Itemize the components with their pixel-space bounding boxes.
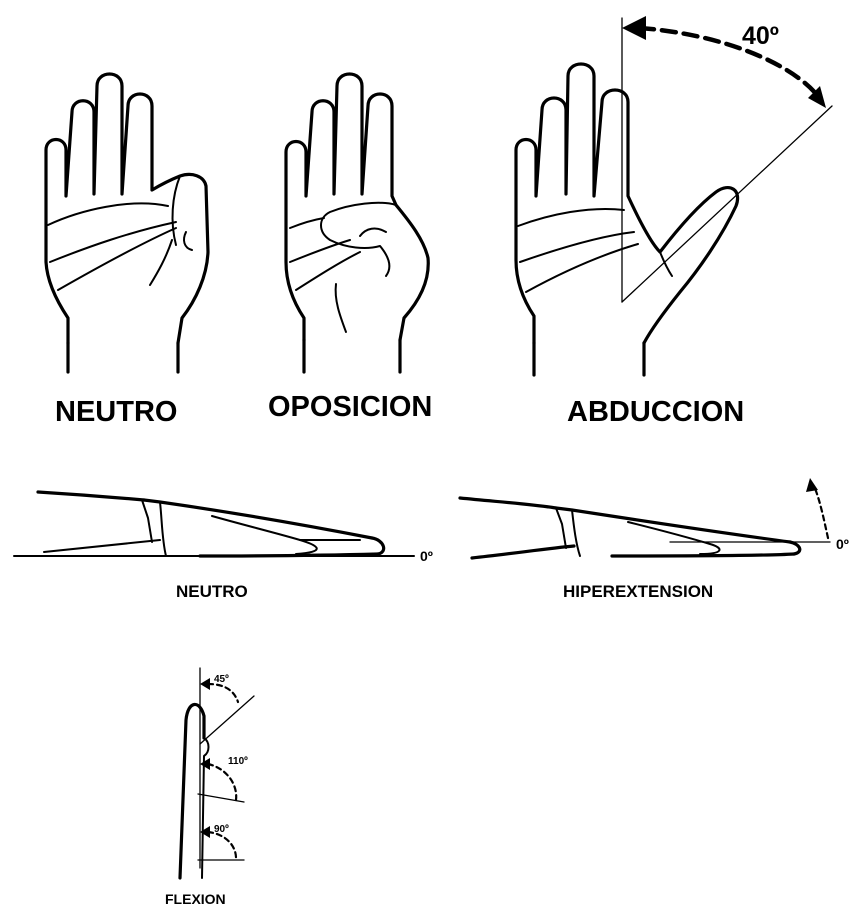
side-neutro-angle-label: 0º (420, 548, 433, 564)
flexion-angle-110-label: 110º (228, 756, 248, 767)
flexion-illustration (180, 668, 254, 878)
oposicion-label: OPOSICION (268, 391, 432, 423)
hiperextension-label: HIPEREXTENSION (563, 582, 713, 601)
flexion-label: FLEXION (165, 891, 226, 907)
hand-neutro-illustration (46, 74, 208, 372)
side-hiperextension-illustration (460, 478, 830, 558)
flexion-angle-45-label: 45º (214, 674, 229, 685)
abduccion-angle-label: 40º (742, 22, 779, 50)
abduccion-label: ABDUCCION (567, 396, 744, 428)
flexion-angle-90-label: 90º (214, 824, 229, 835)
side-neutro-illustration (14, 492, 414, 556)
palm-neutro-label: NEUTRO (55, 396, 177, 428)
hiperextension-angle-label: 0º (836, 536, 849, 552)
side-neutro-label: NEUTRO (176, 582, 248, 601)
hand-abduccion-illustration (516, 16, 832, 375)
hand-oposicion-illustration (286, 74, 428, 372)
